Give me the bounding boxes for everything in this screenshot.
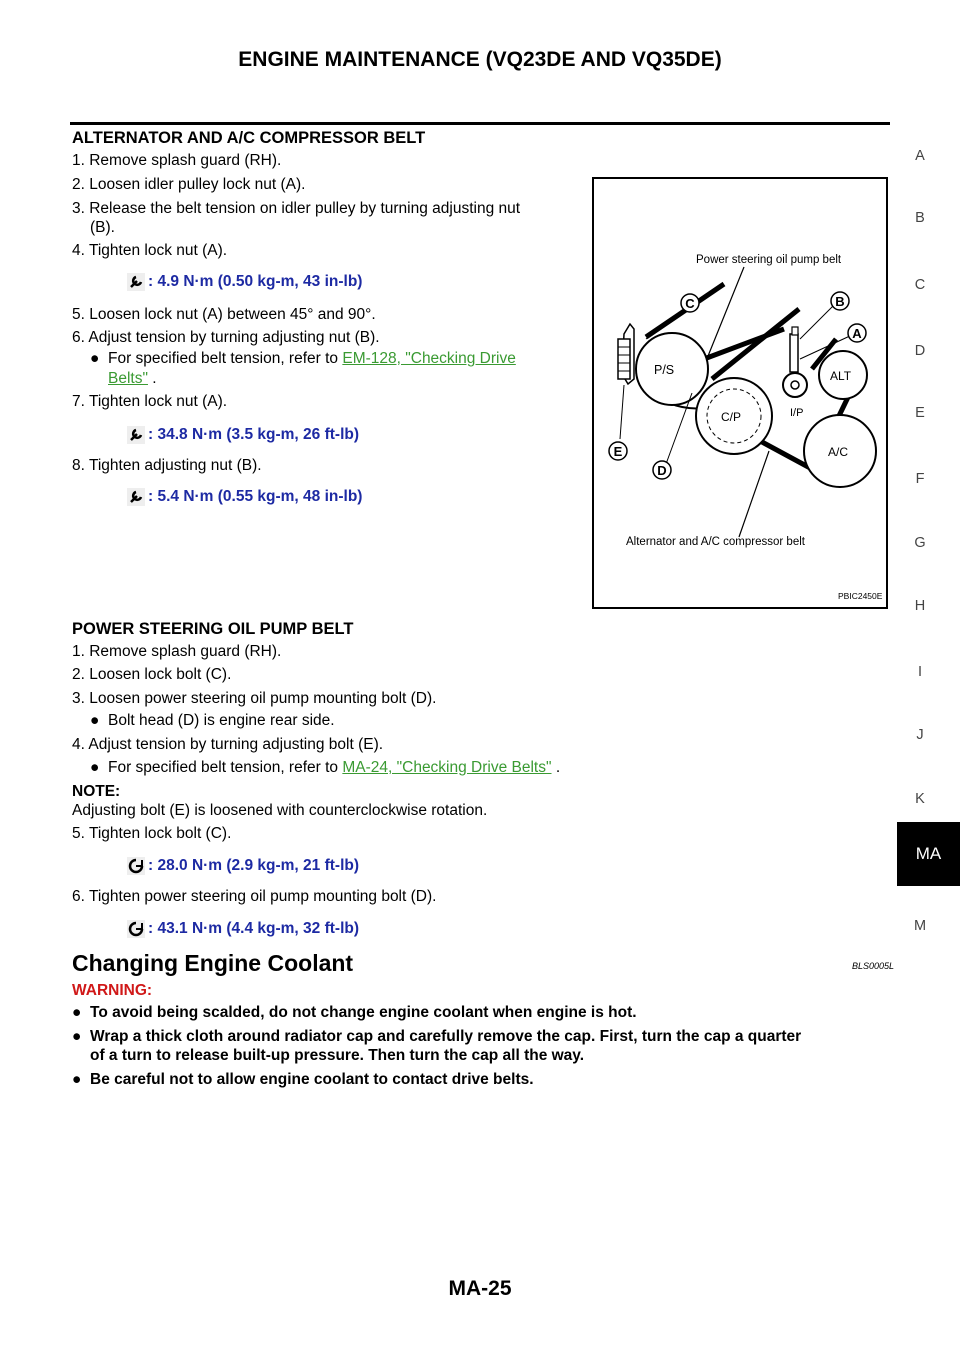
side-tab-a[interactable]: A [915, 148, 925, 164]
side-tab-h[interactable]: H [914, 598, 926, 614]
belt-diagram: Power steering oil pump belt Alternator … [608, 254, 883, 601]
warning-item: ● Wrap a thick cloth around radiator cap … [72, 1027, 801, 1047]
header-rule [70, 122, 890, 125]
step-text: 6. Tighten power steering oil pump mount… [72, 888, 437, 905]
bullet-item: ● Bolt head (D) is engine rear side. [90, 712, 335, 730]
torque-wrench-icon [127, 426, 145, 444]
step-text: 8. Tighten adjusting nut (B). [72, 457, 262, 474]
warning-text: To avoid being scalded, do not change en… [90, 1004, 637, 1021]
callout-d: D [657, 463, 666, 478]
side-tab-m[interactable]: M [913, 918, 927, 934]
label-ip: I/P [790, 407, 803, 419]
section-title-coolant: Changing Engine Coolant [72, 950, 354, 976]
step-text: 6. Adjust tension by turning adjusting n… [72, 329, 380, 346]
torque-value: : 34.8 N·m (3.5 kg-m, 26 ft-lb) [148, 426, 360, 443]
bullet-suffix: . [152, 370, 157, 387]
side-tab-f[interactable]: F [915, 471, 925, 487]
label-ps: P/S [654, 363, 674, 377]
label-power-steering-belt: Power steering oil pump belt [696, 254, 842, 266]
torque-wrench-icon [127, 857, 145, 875]
section-title-alternator-belt: ALTERNATOR AND A/C COMPRESSOR BELT [72, 129, 426, 147]
note-label: NOTE: [72, 783, 121, 800]
bullet-icon: ● [90, 759, 100, 776]
warning-label: WARNING: [72, 982, 153, 999]
bullet-icon: ● [72, 1071, 82, 1088]
bullet-icon: ● [72, 1004, 82, 1021]
step-text: (B). [90, 219, 115, 236]
torque-spec: : 28.0 N·m (2.9 kg-m, 21 ft-lb) [127, 857, 359, 875]
warning-text-cont: of a turn to release built-up pressure. … [90, 1047, 585, 1064]
step-text: 3. Loosen power steering oil pump mounti… [72, 690, 437, 707]
bullet-text: For specified belt tension, refer to [108, 759, 339, 776]
torque-spec: : 34.8 N·m (3.5 kg-m, 26 ft-lb) [127, 426, 359, 444]
bullet-text: Bolt head (D) is engine rear side. [108, 712, 335, 729]
belt-diagram-figure: Power steering oil pump belt Alternator … [592, 177, 888, 609]
warning-item: ● To avoid being scalded, do not change e… [72, 1003, 637, 1023]
page-header-title: ENGINE MAINTENANCE (VQ23DE AND VQ35DE) [238, 48, 722, 71]
label-cp: C/P [721, 410, 741, 424]
side-tab-g[interactable]: G [914, 535, 926, 551]
label-alternator-belt: Alternator and A/C compressor belt [626, 536, 806, 548]
link-em128-cont[interactable]: Belts" [108, 370, 148, 387]
note-text: Adjusting bolt (E) is loosened with coun… [72, 802, 488, 819]
link-em128[interactable]: EM-128, "Checking Drive [342, 350, 516, 367]
bullet-icon: ● [90, 350, 100, 367]
side-tab-i[interactable]: I [917, 664, 923, 680]
warning-text: Wrap a thick cloth around radiator cap a… [90, 1028, 802, 1045]
torque-spec: : 5.4 N·m (0.55 kg-m, 48 in-lb) [127, 488, 362, 506]
page-number: MA-25 [448, 1277, 512, 1300]
side-tab-c[interactable]: C [914, 277, 926, 293]
torque-wrench-icon [127, 920, 145, 938]
bullet-item: ● For specified belt tension, refer to EM… [90, 350, 516, 368]
torque-value: : 4.9 N·m (0.50 kg-m, 43 in-lb) [148, 273, 363, 290]
torque-spec: : 43.1 N·m (4.4 kg-m, 32 ft-lb) [127, 920, 359, 938]
torque-wrench-icon [127, 488, 145, 506]
side-tab-d[interactable]: D [914, 343, 926, 359]
torque-spec: : 4.9 N·m (0.50 kg-m, 43 in-lb) [127, 273, 362, 291]
step-text: 3. Release the belt tension on idler pul… [72, 200, 521, 217]
torque-value: : 43.1 N·m (4.4 kg-m, 32 ft-lb) [148, 920, 360, 937]
callout-b: B [835, 294, 844, 309]
side-tab-e[interactable]: E [915, 405, 925, 421]
label-alt: ALT [830, 369, 852, 383]
bullet-icon: ● [90, 712, 100, 729]
torque-wrench-icon [127, 273, 145, 291]
label-ac: A/C [828, 445, 848, 459]
side-tab-k[interactable]: K [915, 791, 925, 807]
bullet-item-cont: Belts" . [108, 370, 157, 388]
step-text: 2. Loosen idler pulley lock nut (A). [72, 176, 306, 193]
step-text: 1. Remove splash guard (RH). [72, 643, 282, 660]
warning-text: Be careful not to allow engine coolant t… [90, 1071, 534, 1088]
callout-c: C [685, 296, 695, 311]
torque-value: : 5.4 N·m (0.55 kg-m, 48 in-lb) [148, 488, 363, 505]
step-text: 4. Tighten lock nut (A). [72, 242, 228, 259]
bullet-suffix: . [555, 759, 561, 776]
bullet-icon: ● [72, 1028, 82, 1045]
bullet-text: For specified belt tension, refer to [108, 350, 339, 367]
step-text: 2. Loosen lock bolt (C). [72, 666, 232, 683]
figure-code: PBIC2450E [838, 591, 883, 601]
side-tab-j[interactable]: J [916, 727, 924, 743]
callout-e: E [614, 444, 623, 459]
warning-item: ● Be careful not to allow engine coolant … [72, 1070, 534, 1090]
step-text: 1. Remove splash guard (RH). [72, 152, 282, 169]
section-title-ps-belt: POWER STEERING OIL PUMP BELT [72, 620, 354, 638]
side-tab-ma-active[interactable]: MA [897, 822, 960, 886]
side-tab-b[interactable]: B [915, 210, 925, 226]
step-text: 4. Adjust tension by turning adjusting b… [72, 736, 384, 753]
step-text: 5. Tighten lock bolt (C). [72, 825, 232, 842]
step-text: 5. Loosen lock nut (A) between 45° and 9… [72, 306, 376, 323]
section-code: BLS0005L [852, 961, 895, 971]
torque-value: : 28.0 N·m (2.9 kg-m, 21 ft-lb) [148, 857, 360, 874]
bullet-item: ● For specified belt tension, refer to MA… [90, 759, 560, 777]
callout-a: A [852, 326, 862, 341]
link-ma24[interactable]: MA-24, "Checking Drive Belts" [342, 759, 552, 776]
step-text: 7. Tighten lock nut (A). [72, 393, 228, 410]
